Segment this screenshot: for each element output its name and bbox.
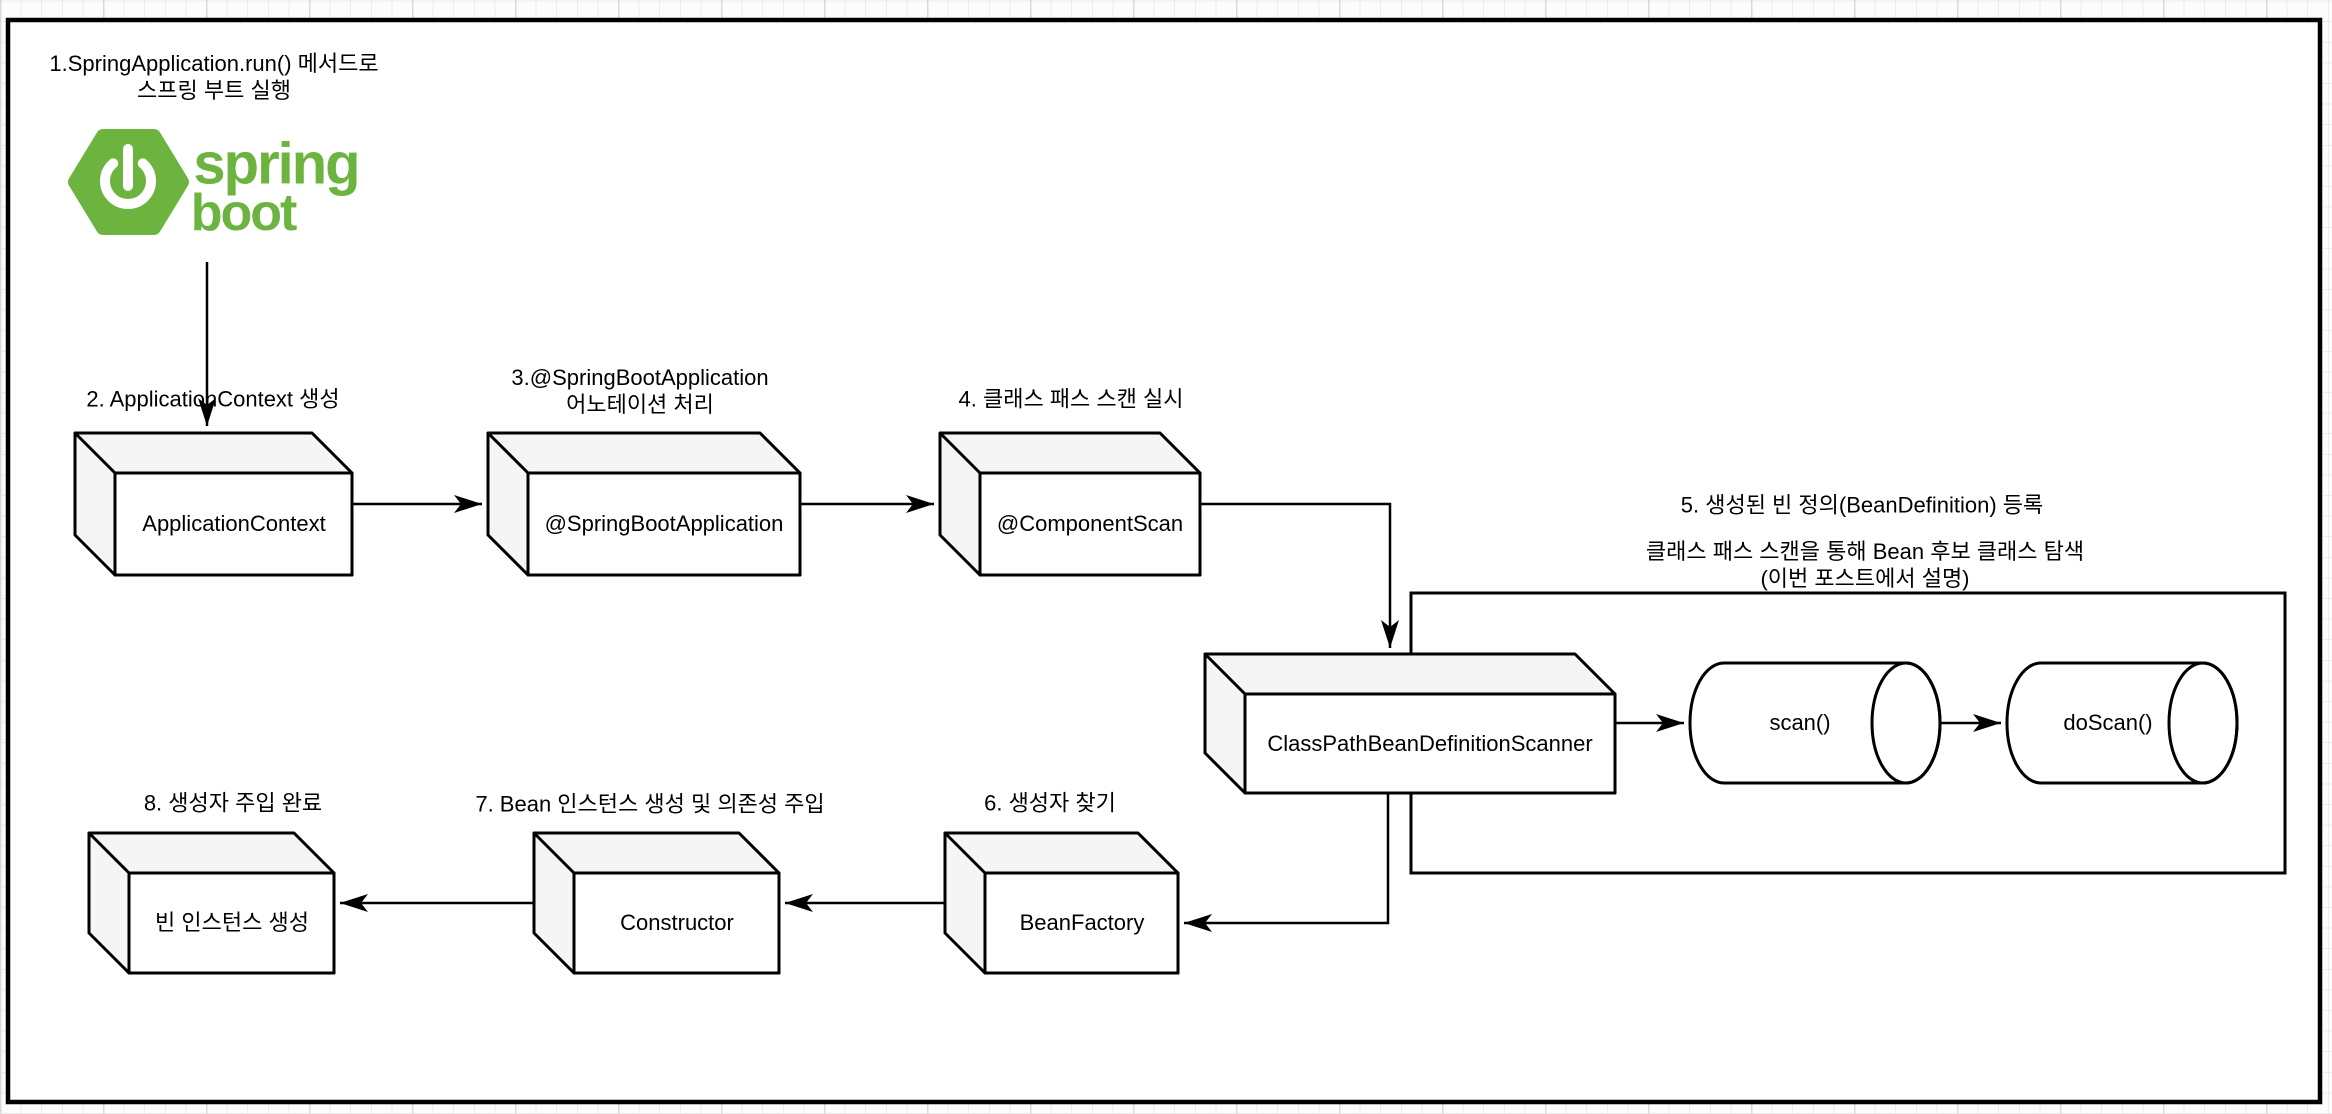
bean-factory-cube	[943, 831, 1180, 975]
spring-boot-application-label: @SpringBootApplication	[544, 511, 784, 536]
step1-label: 1.SpringApplication.run() 메서드로 스프링 부트 실행	[49, 51, 379, 103]
bean-instance-label: 빈 인스턴스 생성	[155, 910, 309, 935]
bean-factory-label: BeanFactory	[1019, 910, 1145, 935]
logo-boot-text: boot	[190, 184, 298, 242]
doscan-cylinder	[2005, 661, 2239, 785]
constructor-label: Constructor	[620, 910, 734, 935]
component-scan-cube	[938, 431, 1202, 577]
step3-label: 3.@SpringBootApplication 어노테이션 처리	[511, 365, 769, 417]
scanner-cube	[1203, 652, 1617, 795]
component-scan-label: @ComponentScan	[996, 511, 1184, 536]
connector-scanner-to-beanfactory	[1184, 793, 1390, 932]
connector-componentscan-to-scanner	[1200, 502, 1399, 648]
spring-boot-logo-icon	[68, 129, 189, 235]
application-context-cube	[73, 431, 354, 577]
logo-spring-text: spring	[193, 131, 360, 197]
bean-instance-cube	[87, 831, 336, 975]
scan-cylinder	[1688, 661, 1942, 785]
step8-label: 8. 생성자 주입 완료	[143, 790, 323, 816]
spring-boot-application-cube	[486, 431, 802, 577]
step4-label: 4. 클래스 패스 스캔 실시	[958, 386, 1184, 412]
step6-label: 6. 생성자 찾기	[984, 790, 1116, 816]
step2-label: 2. ApplicationContext 생성	[86, 386, 340, 412]
constructor-cube	[532, 831, 781, 975]
application-context-label: ApplicationContext	[142, 511, 326, 536]
doscan-label: doScan()	[2063, 710, 2153, 735]
scanner-label: ClassPathBeanDefinitionScanner	[1267, 731, 1593, 756]
step7-label: 7. Bean 인스턴스 생성 및 의존성 주입	[475, 791, 825, 817]
power-icon	[100, 144, 156, 209]
step5-label: 5. 생성된 빈 정의(BeanDefinition) 등록	[1680, 492, 2044, 518]
step5-sub-label: 클래스 패스 스캔을 통해 Bean 후보 클래스 탐색 (이번 포스트에서 설…	[1645, 539, 2085, 591]
scan-label: scan()	[1769, 710, 1831, 735]
